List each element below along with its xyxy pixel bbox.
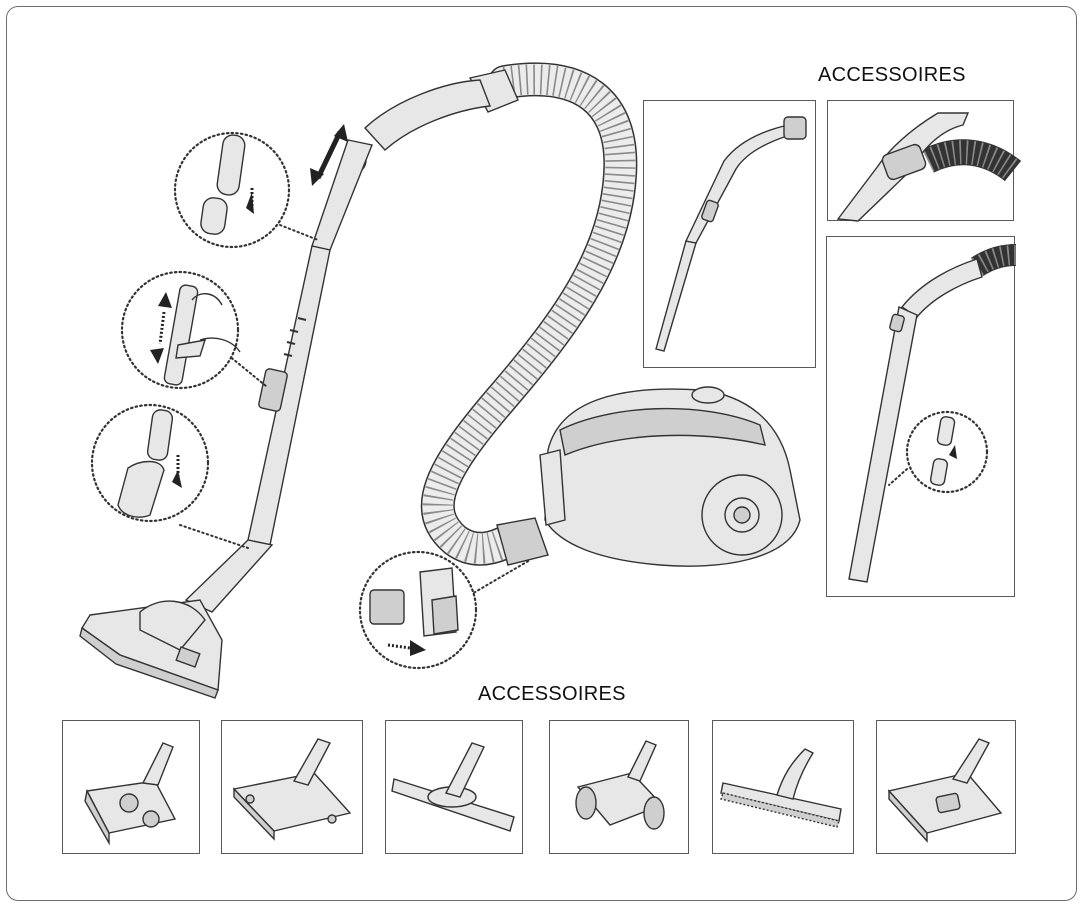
- adjust-length-arrow-icon: [310, 124, 348, 186]
- carry-handle: [539, 449, 566, 526]
- floor-brush-icon: [232, 738, 352, 841]
- curved-wand-icon: [655, 116, 807, 352]
- length-button-icon: [258, 368, 288, 412]
- brush-box-5: [712, 720, 854, 854]
- brush-box-6: [876, 720, 1016, 854]
- pipe-assembly-icon: [848, 244, 1017, 583]
- hose-inlet: [496, 517, 549, 566]
- parquet-brush-icon: [391, 742, 515, 832]
- hard-floor-brush-icon: [720, 748, 842, 828]
- detail-pipe-lock: [905, 410, 989, 494]
- accessories-label-bottom: ACCESSOIRES: [478, 683, 626, 705]
- nozzle-neck: [184, 539, 274, 613]
- brush-box-4: [549, 720, 689, 854]
- accessories-label-top: ACCESSOIRES: [818, 64, 966, 86]
- brush-box-2: [221, 720, 363, 854]
- diagram-frame: [6, 6, 1077, 901]
- carpet-brush-icon: [887, 738, 1003, 843]
- accessory-wand-box: [643, 100, 816, 368]
- mini-turbo-brush-icon: [575, 740, 665, 830]
- handle: [364, 79, 491, 151]
- accessory-handle-box: [827, 100, 1022, 222]
- brush-box-3: [385, 720, 523, 854]
- turbo-brush-icon: [84, 742, 177, 846]
- brush-box-1: [62, 720, 200, 854]
- hose-handle-icon: [836, 112, 1022, 222]
- accessory-pipe-box: [826, 236, 1017, 597]
